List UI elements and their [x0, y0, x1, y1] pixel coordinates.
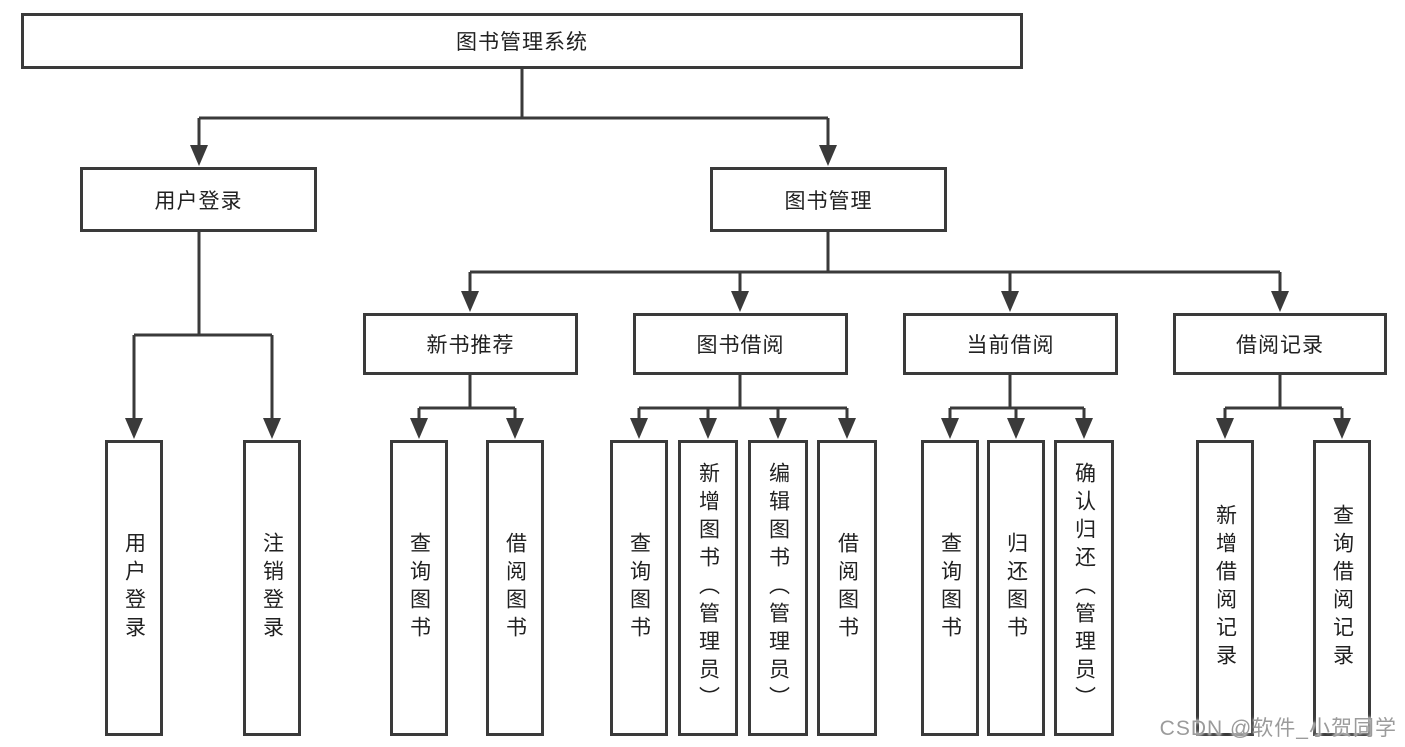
connector-records-to-leaves: [1223, 374, 1344, 424]
node-book-borrowing: 图书借阅: [633, 313, 848, 375]
node-library-management-system: 图书管理系统: [21, 13, 1023, 69]
leaf-borrow-books-recommend: 借阅图书: [486, 440, 544, 736]
leaf-query-books-recommend-label: 查询图书: [407, 532, 431, 644]
leaf-return-books-label: 归还图书: [1004, 532, 1028, 644]
leaf-return-books: 归还图书: [987, 440, 1045, 736]
csdn-watermark: CSDN @软件_小贺同学: [1159, 717, 1397, 740]
leaf-user-login: 用户登录: [105, 440, 163, 736]
leaf-edit-books-admin: 编辑图书（管理员）: [748, 440, 808, 736]
connector-mgmt-to-level3: [468, 231, 1282, 297]
leaf-query-books-recommend: 查询图书: [390, 440, 448, 736]
leaf-borrow-books-recommend-label: 借阅图书: [503, 532, 527, 644]
node-book-management: 图书管理: [710, 167, 947, 232]
leaf-borrow-books-label: 借阅图书: [835, 532, 859, 644]
leaf-query-borrow-record: 查询借阅记录: [1313, 440, 1371, 736]
connector-login-to-leaves: [132, 231, 274, 424]
leaf-query-books-current-label: 查询图书: [938, 532, 962, 644]
leaf-confirm-return-admin: 确认归还（管理员）: [1054, 440, 1114, 736]
leaf-query-books-borrow: 查询图书: [610, 440, 668, 736]
leaf-query-books-current: 查询图书: [921, 440, 979, 736]
leaf-add-borrow-record: 新增借阅记录: [1196, 440, 1254, 736]
leaf-user-login-label: 用户登录: [122, 532, 146, 644]
leaf-logout: 注销登录: [243, 440, 301, 736]
leaf-add-borrow-record-label: 新增借阅记录: [1213, 504, 1237, 672]
leaf-add-books-admin: 新增图书（管理员）: [678, 440, 738, 736]
leaf-logout-label: 注销登录: [260, 532, 284, 644]
node-user-login: 用户登录: [80, 167, 317, 232]
leaf-query-borrow-record-label: 查询借阅记录: [1330, 504, 1354, 672]
node-new-book-recommendation: 新书推荐: [363, 313, 578, 375]
leaf-edit-books-admin-label: 编辑图书（管理员）: [766, 462, 790, 714]
connector-newbook-to-leaves: [417, 374, 517, 424]
leaf-confirm-return-admin-label: 确认归还（管理员）: [1072, 462, 1096, 714]
leaf-query-books-borrow-label: 查询图书: [627, 532, 651, 644]
node-borrowing-records: 借阅记录: [1173, 313, 1387, 375]
node-current-borrowing: 当前借阅: [903, 313, 1118, 375]
connector-root-to-level2: [197, 68, 830, 150]
connector-current-to-leaves: [948, 374, 1086, 424]
leaf-add-books-admin-label: 新增图书（管理员）: [696, 462, 720, 714]
connector-borrow-to-leaves: [637, 374, 849, 424]
leaf-borrow-books: 借阅图书: [817, 440, 877, 736]
